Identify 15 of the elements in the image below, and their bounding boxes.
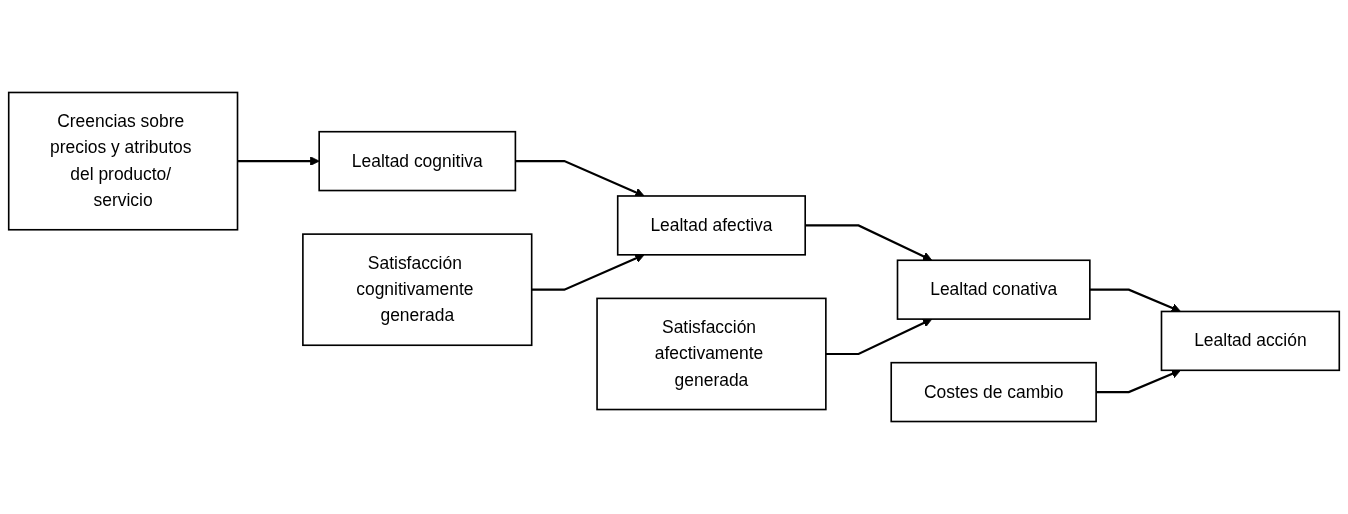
node-box: Costes de cambio bbox=[890, 361, 1097, 423]
node-box: Lealtad afectiva bbox=[616, 195, 806, 256]
arrow bbox=[825, 318, 933, 356]
node-box: Satisfacción afectivamente generada bbox=[596, 297, 827, 411]
arrow bbox=[531, 253, 645, 291]
node-box: Lealtad conativa bbox=[896, 259, 1091, 320]
node-box: Creencias sobre precios y atributos del producto/ servicio bbox=[7, 91, 239, 231]
arrow bbox=[1089, 288, 1181, 313]
arrow bbox=[237, 156, 320, 166]
arrow bbox=[515, 160, 645, 197]
node-box: Lealtad acción bbox=[1160, 310, 1341, 372]
arrow bbox=[805, 224, 933, 261]
node-box: Lealtad cognitiva bbox=[318, 130, 517, 192]
node-box: Satisfacción cognitivamente generada bbox=[302, 233, 533, 347]
arrow bbox=[1096, 369, 1181, 394]
